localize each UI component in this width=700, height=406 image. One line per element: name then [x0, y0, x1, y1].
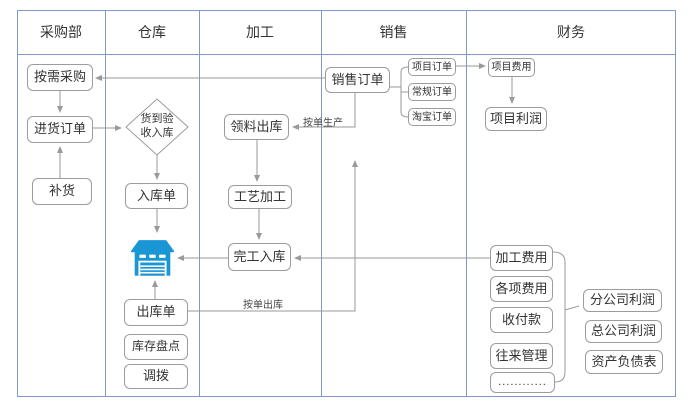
node-processing-expense: 加工费用: [490, 245, 553, 271]
lane-title-warehouse: 仓库: [138, 24, 166, 40]
node-branch-profit: 分公司利润: [583, 289, 662, 312]
node-purchase-order: 进货订单: [27, 116, 93, 143]
node-process-machining: 工艺加工: [228, 185, 292, 209]
edge-label-by-order-production: 按单生产: [303, 118, 343, 129]
node-various-expense: 各项费用: [490, 276, 553, 302]
node-contact-management: 往来管理: [490, 343, 553, 369]
lane-divider-1: [105, 10, 106, 397]
node-transfer: 调拨: [124, 364, 188, 389]
node-finished-inbound: 完工入库: [228, 243, 291, 271]
lane-title-purchasing: 采购部: [40, 24, 82, 40]
header-separator: [17, 54, 676, 55]
lane-divider-4: [466, 10, 467, 397]
lane-title-finance: 财务: [557, 24, 585, 40]
lane-title-sales: 销售: [379, 24, 408, 40]
node-replenish: 补货: [32, 178, 92, 205]
node-arrival-inspection: 货到验 收入库: [140, 113, 174, 139]
connector-sales-to-requisition: [292, 93, 356, 130]
warehouse-icon: [130, 236, 175, 276]
node-more-dots: ............: [490, 372, 555, 393]
brace-finance-summary: [552, 251, 580, 383]
connector-outbound-to-sales: [188, 160, 358, 312]
node-hq-profit: 总公司利润: [585, 320, 662, 343]
node-regular-order: 常规订单: [408, 83, 456, 101]
lane-divider-3: [321, 10, 322, 397]
node-payments: 收付款: [490, 307, 553, 333]
swimlane-frame: [17, 10, 676, 397]
node-inbound-order: 入库单: [125, 183, 188, 209]
node-taobao-order: 淘宝订单: [408, 108, 456, 126]
edge-label-by-order-outbound: 按单出库: [243, 300, 283, 311]
bracket-sales-orders: [390, 66, 409, 118]
lane-title-processing: 加工: [246, 24, 274, 40]
node-sales-order: 销售订单: [325, 67, 390, 93]
node-outbound-order: 出库单: [124, 299, 188, 326]
decision-diamond: [125, 98, 189, 156]
node-material-requisition: 领料出库: [224, 114, 289, 140]
node-project-order: 项目订单: [408, 58, 456, 76]
node-balance-sheet: 资产负债表: [585, 350, 663, 374]
node-project-expense: 项目费用: [488, 58, 535, 77]
node-project-profit: 项目利润: [485, 107, 547, 131]
node-demand-purchase: 按需采购: [27, 64, 93, 91]
node-stock-count: 库存盘点: [124, 334, 188, 360]
lane-divider-2: [199, 10, 200, 397]
